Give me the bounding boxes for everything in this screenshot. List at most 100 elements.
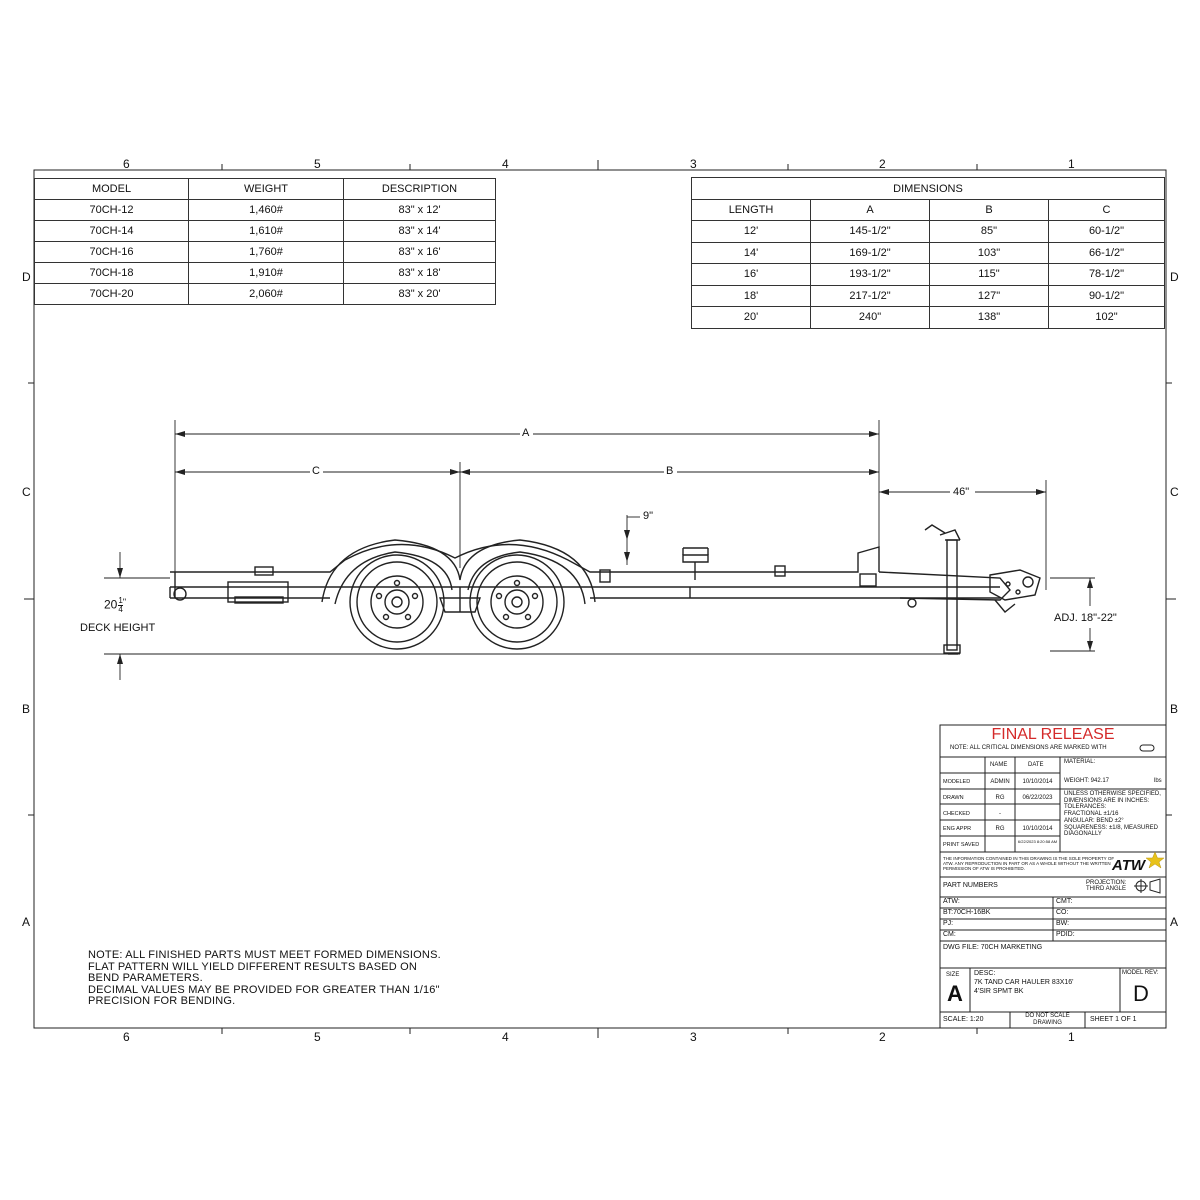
rear-wheel bbox=[349, 554, 445, 650]
dimensions-table: DIMENSIONS LENGTH A B C 12'145-1/2"85"60… bbox=[691, 177, 1165, 329]
dimension-lines bbox=[104, 420, 1095, 680]
dimensions-title: DIMENSIONS bbox=[691, 177, 1165, 200]
dimensions-cell: 115" bbox=[929, 263, 1049, 286]
atw-logo: ATW bbox=[1112, 857, 1146, 874]
deck-height-label: DECK HEIGHT bbox=[80, 622, 156, 634]
model-cell: 1,610# bbox=[188, 220, 344, 242]
signoff-date: 6/22/2023 8:20:58 AM bbox=[1017, 839, 1058, 844]
zone-row-label: B bbox=[22, 702, 31, 716]
do-not-scale-label: DO NOT SCALE DRAWING bbox=[1010, 1013, 1085, 1026]
dimensions-cell: 169-1/2" bbox=[810, 241, 930, 264]
dimensions-cell: 16' bbox=[691, 263, 811, 286]
dimensions-cell: 240" bbox=[810, 306, 930, 329]
zone-column-label: 4 bbox=[502, 1030, 509, 1044]
dimensions-cell: 20' bbox=[691, 306, 811, 329]
dimensions-cell: 145-1/2" bbox=[810, 220, 930, 243]
model-cell: 70CH-20 bbox=[34, 283, 189, 305]
dimensions-cell: 60-1/2" bbox=[1048, 220, 1165, 243]
part-number-field: CO: bbox=[1056, 909, 1069, 916]
title-block-frame bbox=[939, 724, 1167, 1029]
header-model: MODEL bbox=[34, 178, 189, 200]
dimensions-cell: 90-1/2" bbox=[1048, 284, 1165, 307]
part-number-field: PDID: bbox=[1056, 931, 1075, 938]
dimensions-cell: 12' bbox=[691, 220, 811, 243]
dimensions-row: 12'145-1/2"85"60-1/2" bbox=[691, 220, 1165, 243]
zone-row-label: C bbox=[22, 485, 31, 499]
dimensions-row: 14'169-1/2"103"66-1/2" bbox=[691, 241, 1165, 264]
dimensions-cell: 85" bbox=[929, 220, 1049, 243]
zone-column-label: 4 bbox=[502, 157, 509, 171]
zone-row-label: D bbox=[22, 270, 31, 284]
note-line: NOTE: ALL FINISHED PARTS MUST MEET FORME… bbox=[88, 949, 441, 961]
dimensions-table-header: LENGTH A B C bbox=[691, 199, 1165, 221]
dimensions-row: 20'240"138"102" bbox=[691, 306, 1165, 329]
proprietary-line: THE INFORMATION CONTAINED IN THIS DRAWIN… bbox=[943, 856, 1115, 861]
dimensions-cell: 14' bbox=[691, 241, 811, 264]
signoff-role: PRINT SAVED bbox=[943, 842, 980, 848]
dimension-label-a: A bbox=[522, 427, 530, 439]
dimensions-cell: 66-1/2" bbox=[1048, 241, 1165, 264]
dimension-label-9: 9" bbox=[643, 510, 654, 522]
hitch-coupler bbox=[989, 569, 1041, 613]
signoff-role: MODELED bbox=[943, 779, 971, 785]
tolerance-line: DIMENSIONS ARE IN INCHES: bbox=[1064, 797, 1150, 804]
scale-label: SCALE: 1:20 bbox=[943, 1016, 984, 1023]
dimensions-cell: 78-1/2" bbox=[1048, 263, 1165, 286]
part-number-field: CM: bbox=[943, 931, 956, 938]
part-number-field: ATW: bbox=[943, 898, 960, 905]
projection-line-1: PROJECTION: bbox=[1086, 880, 1127, 886]
dimension-label-c: C bbox=[312, 465, 320, 477]
dimension-arrows bbox=[117, 431, 1093, 664]
signoff-role: ENG APPR bbox=[943, 826, 972, 832]
col-date-label: DATE bbox=[1028, 762, 1044, 768]
model-cell: 70CH-16 bbox=[34, 241, 189, 263]
model-cell: 1,460# bbox=[188, 199, 344, 221]
zone-row-label: A bbox=[1170, 915, 1179, 929]
header-length: LENGTH bbox=[691, 199, 811, 221]
header-weight: WEIGHT bbox=[188, 178, 344, 200]
proprietary-note: THE INFORMATION CONTAINED IN THIS DRAWIN… bbox=[943, 856, 1114, 871]
signoff-name: RG bbox=[995, 795, 1005, 801]
zone-row-label: C bbox=[1170, 485, 1179, 499]
general-note: NOTE: ALL FINISHED PARTS MUST MEET FORME… bbox=[88, 949, 441, 1008]
model-cell: 70CH-14 bbox=[34, 220, 189, 242]
note-line: FLAT PATTERN WILL YIELD DIFFERENT RESULT… bbox=[88, 960, 418, 973]
tolerance-line: SQUARENESS: ±1/8, MEASURED bbox=[1064, 824, 1158, 831]
model-cell: 83" x 20' bbox=[343, 283, 496, 305]
dimensions-cell: 103" bbox=[929, 241, 1049, 264]
model-cell: 83" x 16' bbox=[343, 241, 496, 263]
zone-column-label: 3 bbox=[690, 1030, 697, 1044]
desc-label: DESC: bbox=[974, 970, 996, 977]
tolerance-line: DIAGONALLY bbox=[1064, 831, 1102, 838]
model-cell: 70CH-18 bbox=[34, 262, 189, 284]
model-cell: 1,760# bbox=[188, 241, 344, 263]
deck-height-whole: 20 bbox=[104, 597, 118, 612]
zone-column-label: 3 bbox=[690, 157, 697, 171]
do-not-scale-line-2: DRAWING bbox=[1033, 1019, 1062, 1026]
tolerance-line: ANGULAR: BEND ±2° bbox=[1064, 817, 1124, 824]
weight-unit: lbs bbox=[1154, 778, 1162, 784]
tolerance-line: FRACTIONAL ±1/16 bbox=[1064, 811, 1119, 818]
size-value: A bbox=[947, 981, 963, 1006]
note-line: PRECISION FOR BENDING. bbox=[88, 995, 236, 1007]
zone-column-label: 5 bbox=[314, 1030, 321, 1044]
dimensions-row: 16'193-1/2"115"78-1/2" bbox=[691, 263, 1165, 286]
model-table-header: MODEL WEIGHT DESCRIPTION bbox=[34, 178, 496, 200]
deck-height-unit: " bbox=[122, 597, 127, 607]
dimension-label-b: B bbox=[666, 465, 674, 477]
header-b: B bbox=[929, 199, 1049, 221]
deck-height-numerator: 1 bbox=[118, 596, 123, 606]
note-line: DECIMAL VALUES MAY BE PROVIDED FOR GREAT… bbox=[88, 983, 440, 996]
proprietary-line: PERMISSION OF ATW IS PROHIBITED. bbox=[943, 866, 1025, 871]
part-number-field: BW: bbox=[1056, 920, 1070, 927]
zone-column-label: 5 bbox=[314, 157, 321, 171]
zone-column-label: 2 bbox=[879, 1030, 886, 1044]
zone-row-label: D bbox=[1170, 270, 1179, 284]
desc-line-1: 7K TAND CAR HAULER 83X16' bbox=[974, 979, 1074, 986]
part-numbers-label: PART NUMBERS bbox=[943, 882, 998, 889]
